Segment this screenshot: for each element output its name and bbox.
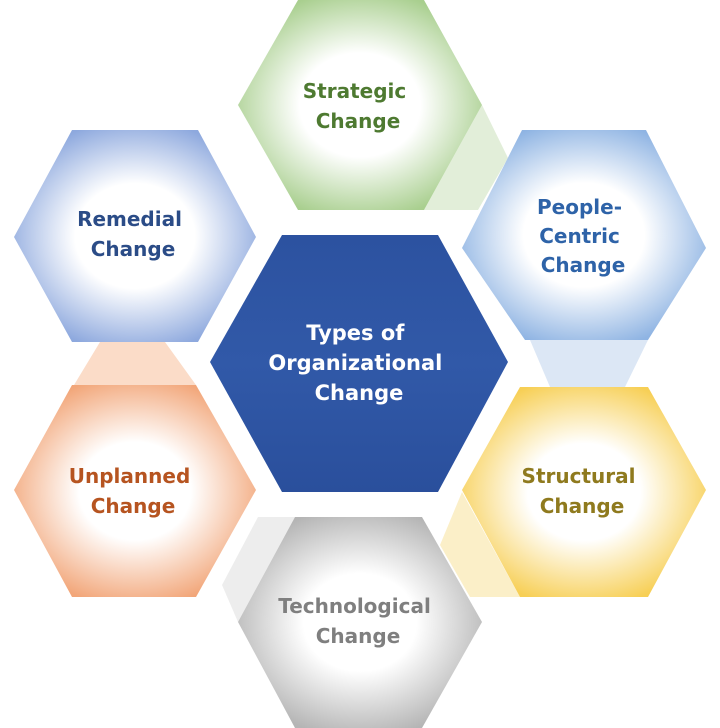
hex-remedial: Remedial Change — [14, 130, 256, 342]
center-title: Types of Organizational Change — [268, 321, 449, 405]
hex-people-centric: People- Centric Change — [462, 130, 706, 340]
technological-label: Technological Change — [278, 594, 438, 648]
connector-structural-technological — [440, 492, 520, 597]
hex-technological: Technological Change — [238, 517, 482, 728]
connector-strategic-people — [424, 105, 508, 210]
hex-center: Types of Organizational Change — [210, 235, 508, 492]
unplanned-label: Unplanned Change — [69, 464, 197, 518]
remedial-label: Remedial Change — [77, 207, 189, 261]
connector-technological-unplanned — [222, 517, 295, 622]
hex-unplanned: Unplanned Change — [14, 385, 256, 597]
connector-unplanned-remedial — [74, 342, 196, 385]
structural-label: Structural Change — [522, 464, 643, 518]
strategic-label: Strategic Change — [303, 79, 413, 133]
connector-people-structural — [530, 340, 648, 387]
people-centric-label: People- Centric Change — [537, 195, 629, 277]
hex-structural: Structural Change — [462, 387, 706, 597]
hex-strategic: Strategic Change — [238, 0, 482, 210]
